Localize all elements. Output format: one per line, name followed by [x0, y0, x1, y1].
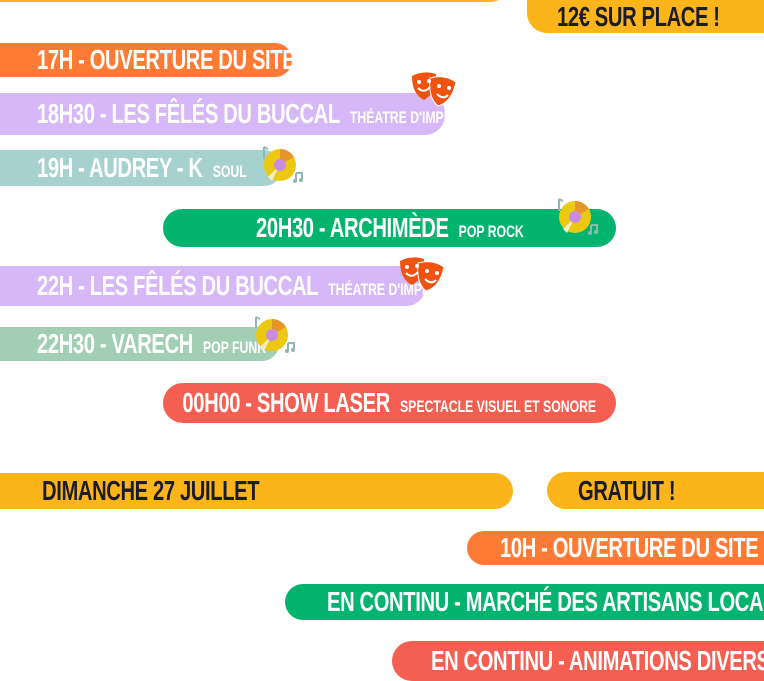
theater-masks-icon	[399, 256, 445, 292]
price-badge-saturday: 12€ SUR PLACE !	[527, 0, 764, 33]
price-badge-sunday: GRATUIT !	[547, 472, 764, 509]
item-genre: POP FUNK	[203, 338, 267, 357]
item-title: 20H30 - ARCHIMÈDE	[255, 212, 449, 243]
price-text: 12€ SUR PLACE !	[557, 0, 720, 32]
header-bar	[0, 0, 510, 2]
item-title: EN CONTINU - MARCHÉ DES ARTISANS LOCAUX	[327, 586, 764, 617]
vinyl-disc-icon	[263, 146, 304, 184]
item-title: 19H - AUDREY - K	[37, 152, 203, 183]
item-genre: SOUL	[212, 162, 247, 181]
schedule-item-varech: 22H30 - VARECH POP FUNK	[0, 327, 279, 361]
item-title: EN CONTINU - ANIMATIONS DIVERSES	[431, 645, 764, 676]
schedule-item-opening: 17H - OUVERTURE DU SITE	[0, 43, 296, 77]
schedule-item-show-laser: 00H00 - SHOW LASER SPECTACLE VISUEL ET SO…	[163, 383, 616, 423]
item-genre: THÉATRE D'IMPRO	[349, 108, 463, 127]
vinyl-disc-icon	[255, 316, 296, 354]
item-title: 10H - OUVERTURE DU SITE	[500, 532, 759, 563]
item-title: 00H00 - SHOW LASER	[182, 387, 391, 418]
schedule-item-animations: EN CONTINU - ANIMATIONS DIVERSES	[392, 641, 764, 681]
item-title: 18H30 - LES FÊLÉS DU BUCCAL	[37, 98, 340, 129]
schedule-item-sunday-opening: 10H - OUVERTURE DU SITE	[467, 531, 764, 565]
day-title: DIMANCHE 27 JUILLET	[42, 475, 260, 506]
schedule-item-market: EN CONTINU - MARCHÉ DES ARTISANS LOCAUX	[285, 584, 764, 620]
item-title: 22H30 - VARECH	[37, 328, 193, 359]
vinyl-disc-icon	[558, 198, 599, 236]
schedule-item-archimede: 20H30 - ARCHIMÈDE POP ROCK	[163, 209, 616, 247]
item-genre: POP ROCK	[458, 222, 524, 241]
sunday-heading: DIMANCHE 27 JUILLET	[0, 473, 513, 509]
item-title: 22H - LES FÊLÉS DU BUCCAL	[37, 270, 319, 301]
item-title: 17H - OUVERTURE DU SITE	[37, 44, 296, 75]
theater-masks-icon	[411, 71, 457, 107]
item-genre: SPECTACLE VISUEL ET SONORE	[400, 397, 597, 416]
schedule-item-feles-1: 18H30 - LES FÊLÉS DU BUCCAL THÉATRE D'IMP…	[0, 93, 462, 135]
price-text: GRATUIT !	[578, 474, 676, 506]
schedule-item-audrey-k: 19H - AUDREY - K SOUL	[0, 150, 282, 186]
